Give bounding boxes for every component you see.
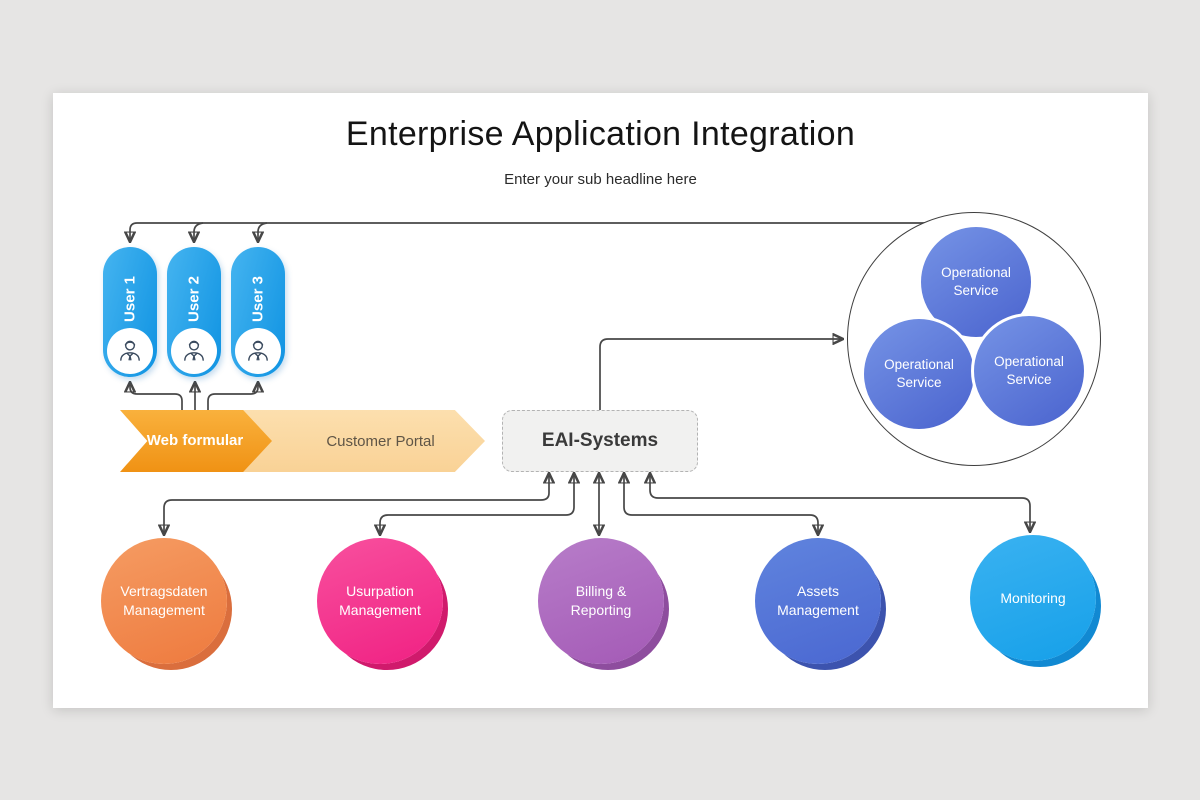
service-circle-usurpation: Usurpation Management (317, 538, 443, 664)
businessman-icon (107, 328, 153, 374)
operational-services-cluster: Operational Service Operational Service … (847, 212, 1101, 466)
line-eai-usurpation (380, 474, 574, 534)
line-branch-user2 (194, 222, 204, 241)
service-circle-vertragsdaten: Vertragsdaten Management (101, 538, 227, 664)
eai-systems-box: EAI-Systems (502, 410, 698, 472)
line-cluster-to-users (130, 222, 938, 241)
service-circle-assets: Assets Management (755, 538, 881, 664)
service-circle-monitoring: Monitoring (970, 535, 1096, 661)
user-pill-label: User 2 (185, 276, 203, 322)
page-title: Enterprise Application Integration (345, 115, 856, 153)
user-pill-1: User 1 (103, 247, 157, 377)
user-pill-label: User 1 (121, 276, 139, 322)
user-pill-3: User 3 (231, 247, 285, 377)
user-pill-2: User 2 (167, 247, 221, 377)
user-pill-label: User 3 (249, 276, 267, 322)
page-subtitle: Enter your sub headline here (504, 171, 697, 188)
businessman-icon (171, 328, 217, 374)
line-eai-assets (624, 474, 818, 534)
connector-lines (53, 222, 1148, 708)
businessman-icon (235, 328, 281, 374)
line-branch-user3 (258, 222, 268, 241)
operational-service-circle: Operational Service (971, 313, 1087, 429)
line-webform-user3 (207, 383, 258, 410)
line-eai-to-cluster (599, 339, 842, 410)
line-webform-user1 (130, 383, 183, 410)
presentation-slide: Enterprise Application Integration Enter… (53, 93, 1148, 708)
customer-portal-arrow: Customer Portal (242, 410, 485, 472)
operational-service-circle: Operational Service (861, 316, 977, 432)
line-eai-monitoring (650, 474, 1030, 531)
service-circle-billing: Billing & Reporting (538, 538, 664, 664)
line-eai-vertragsdaten (164, 474, 549, 534)
